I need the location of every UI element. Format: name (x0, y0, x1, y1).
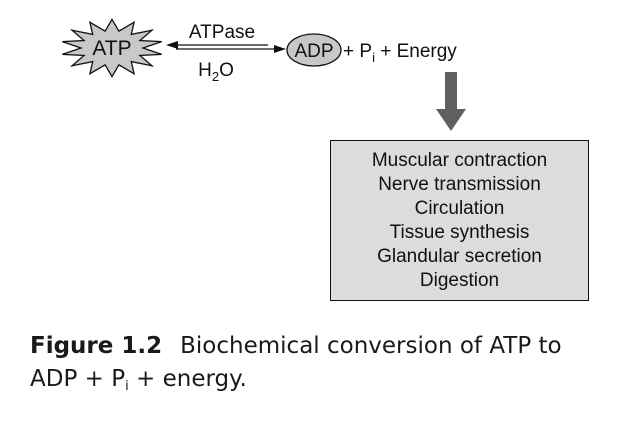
water-label: H2O (198, 60, 234, 84)
activity-item: Muscular contraction (371, 149, 548, 171)
atp-starburst (62, 18, 162, 78)
activity-item: Circulation (414, 197, 505, 219)
energy-uses-box: Muscular contraction Nerve transmission … (330, 140, 589, 301)
atp-conversion-diagram: ATP ATPase H2O ADP + Pi + Energy (62, 18, 466, 131)
down-arrow-head (436, 109, 466, 131)
forward-arrowhead (274, 45, 286, 53)
products-label: + Pi + Energy (343, 41, 457, 65)
activity-item: Digestion (419, 269, 500, 291)
figure-label: Figure 1.2 (30, 333, 163, 359)
activity-item: Nerve transmission (378, 173, 541, 195)
reverse-arrowhead (166, 41, 178, 49)
enzyme-label: ATPase (189, 22, 255, 43)
activity-item: Glandular secretion (377, 245, 542, 267)
caption-text-end: + energy. (128, 366, 247, 392)
down-arrow-shaft (445, 72, 457, 111)
activity-item: Tissue synthesis (389, 221, 530, 243)
caption-text: Biochemical conversion of ATP to ADP + P (30, 333, 562, 392)
adp-label: ADP (294, 41, 333, 62)
atp-label: ATP (92, 37, 131, 60)
adp-ellipse (286, 33, 342, 67)
caption-subscript: i (125, 379, 129, 394)
